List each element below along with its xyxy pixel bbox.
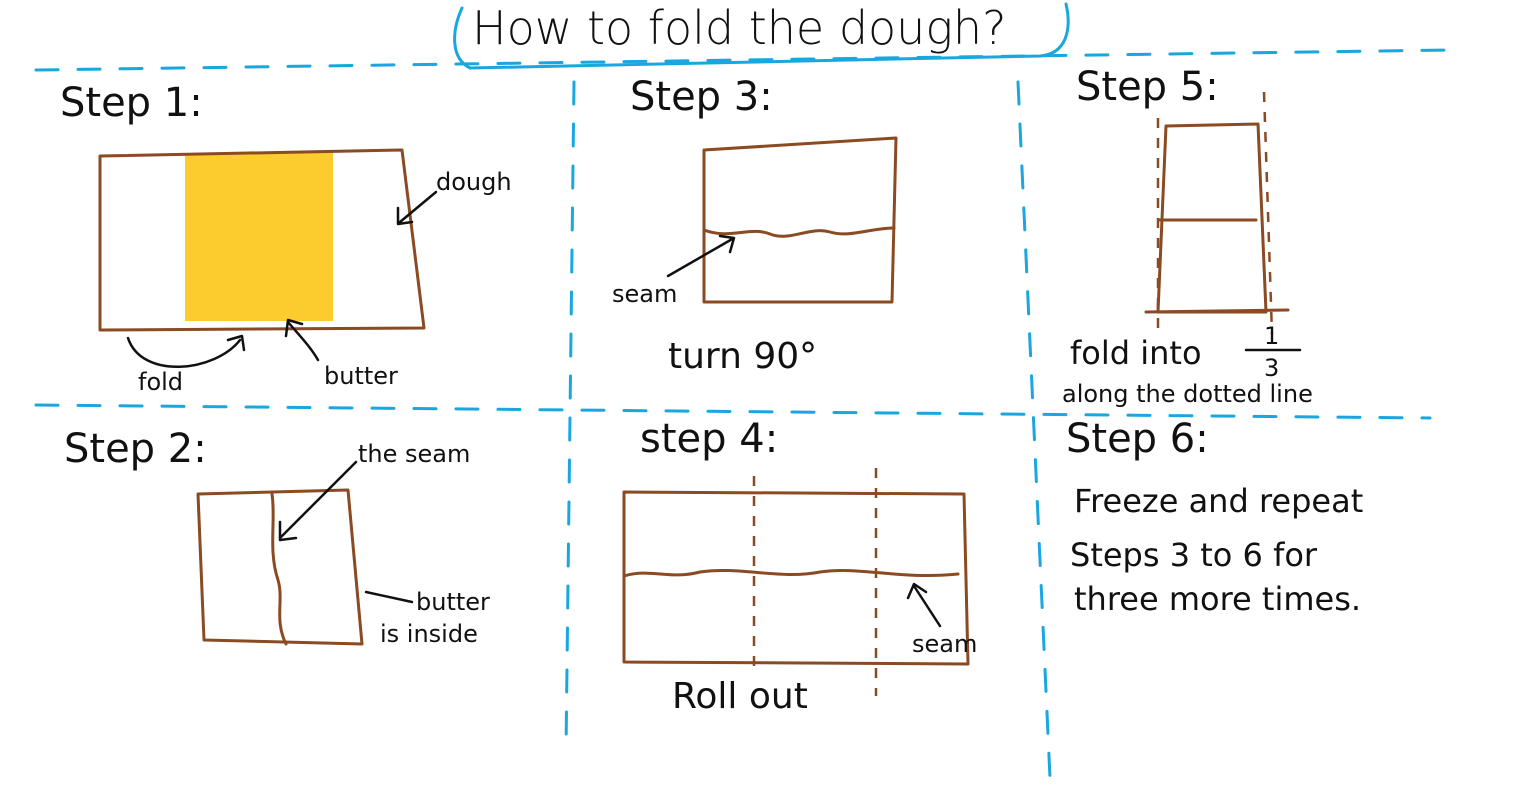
step1-dough-outline [98, 148, 426, 332]
title-bubble [453, 2, 1070, 70]
step3-heading: Step 3: [630, 74, 773, 120]
step3-seam-line [702, 226, 896, 238]
step2-seam-arrow [278, 460, 358, 542]
step5-caption-line2: along the dotted line [1062, 380, 1313, 408]
step5-fraction-numerator: 1 [1264, 322, 1279, 350]
step4-seam-line [622, 568, 960, 578]
grid-line-middle [34, 403, 1432, 420]
grid-line-left-vertical [564, 80, 576, 752]
step1-dough-arrow [396, 190, 438, 226]
step4-dough-outline [622, 490, 970, 666]
step5-caption-prefix: fold into [1070, 334, 1202, 372]
step5-dotted-line-right [1262, 91, 1274, 335]
step1-heading: Step 1: [60, 80, 203, 126]
step6-line3: three more times. [1074, 580, 1361, 618]
step5-base-line [1144, 308, 1290, 314]
step1-butter-label: butter [324, 362, 398, 390]
step5-dough-outline [1156, 122, 1268, 314]
grid-line-right-vertical [1016, 80, 1052, 780]
step4-seam-label: seam [912, 630, 977, 658]
step5-fraction-denominator: 3 [1264, 354, 1279, 382]
step1-dough-label: dough [436, 168, 512, 196]
step1-fold-label: fold [138, 368, 183, 396]
step2-butter-arrow [364, 590, 414, 604]
page-title: How to fold the dough? [472, 1, 1007, 55]
step5-heading: Step 5: [1076, 64, 1219, 110]
step3-caption: turn 90° [668, 336, 817, 377]
step4-seam-arrow [906, 582, 942, 628]
grid-line-top [34, 48, 1452, 72]
step2-seam-label: the seam [358, 440, 470, 468]
step3-seam-label: seam [612, 280, 677, 308]
step3-dough-outline [702, 136, 898, 304]
step1-fold-arrow [126, 334, 246, 369]
step4-caption: Roll out [672, 676, 808, 717]
step2-seam-line [270, 492, 288, 646]
step6-line2: Steps 3 to 6 for [1070, 536, 1318, 574]
step4-heading: step 4: [640, 416, 778, 462]
step2-inside-label: is inside [380, 620, 478, 648]
step2-butter-label: butter [416, 588, 490, 616]
butter-block [185, 153, 333, 321]
step2-heading: Step 2: [64, 426, 207, 472]
step1-butter-arrow [284, 318, 320, 362]
step6-heading: Step 6: [1066, 416, 1209, 462]
step6-line1: Freeze and repeat [1074, 482, 1363, 520]
step2-dough-outline [196, 488, 364, 646]
step3-seam-arrow [666, 234, 736, 278]
